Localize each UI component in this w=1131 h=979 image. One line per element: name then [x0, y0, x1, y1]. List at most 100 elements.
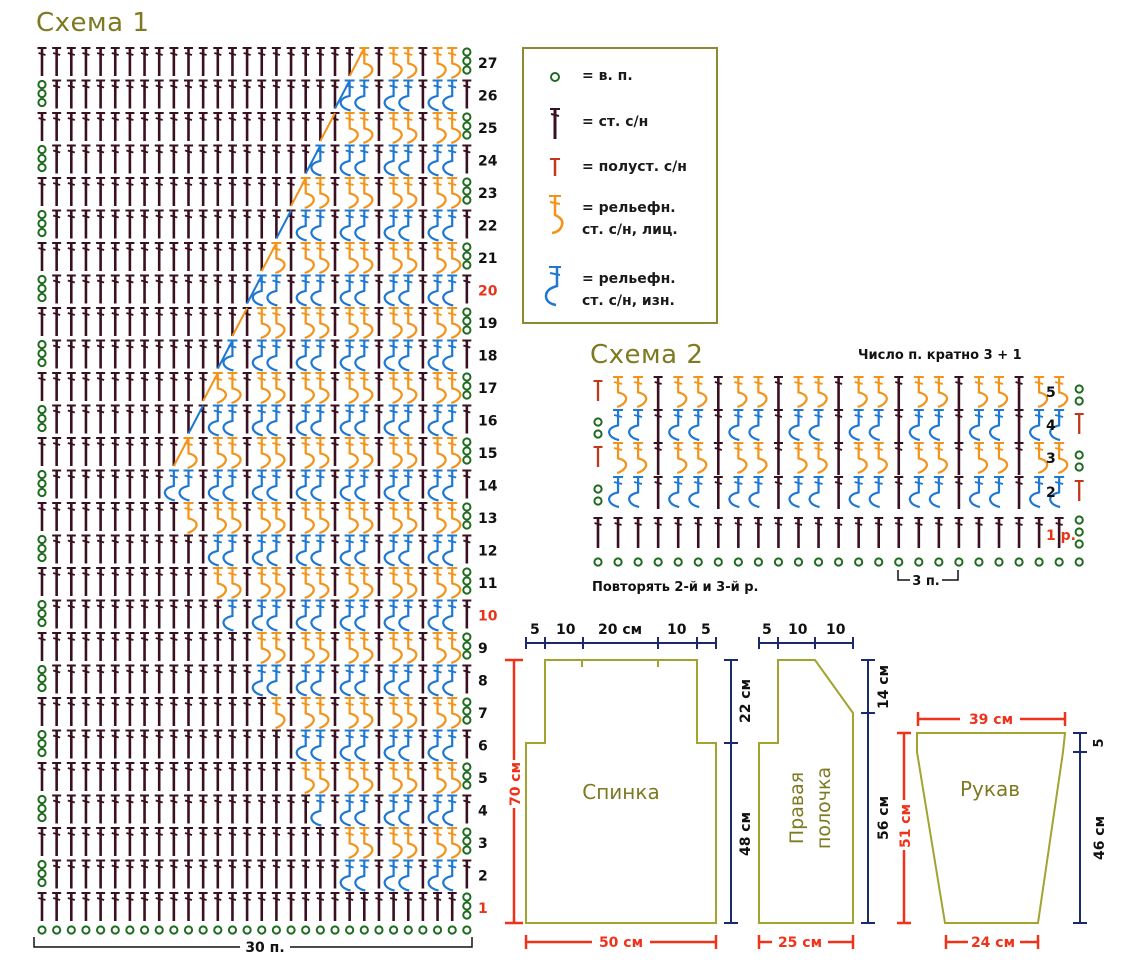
- dc-stitch: [389, 892, 399, 921]
- dc-stitch: [184, 144, 193, 174]
- dc-stitch: [198, 859, 208, 889]
- front-post-dc-stitch: [212, 567, 227, 600]
- dc-stitch: [125, 794, 135, 824]
- chain-stitch: [37, 868, 47, 879]
- front-post-dc-stitch: [359, 762, 374, 795]
- front-post-dc-stitch: [447, 567, 462, 600]
- front-post-dc-stitch: [300, 697, 315, 730]
- dc-stitch: [125, 892, 135, 921]
- back-post-dc-stitch: [339, 859, 355, 892]
- dc-stitch: [140, 47, 150, 76]
- dc-stitch: [169, 47, 179, 76]
- dc-stitch: [81, 599, 91, 629]
- dc-stitch: [52, 534, 62, 564]
- back-post-dc-stitch: [222, 599, 238, 632]
- dc-stitch: [66, 599, 76, 629]
- back-post-dc-stitch: [178, 469, 194, 502]
- dc-stitch: [242, 47, 252, 76]
- front-post-dc-stitch: [359, 112, 374, 145]
- row-label: 23: [478, 186, 497, 202]
- dc-stitch: [184, 534, 193, 564]
- front-post-dc-stitch: [447, 762, 462, 795]
- back-post-dc-stitch: [339, 729, 355, 762]
- dc-stitch: [52, 47, 62, 76]
- scheme1-row-27: [37, 47, 472, 80]
- dc-stitch: [330, 632, 340, 661]
- dc-stitch: [374, 242, 384, 271]
- front-post-dc-stitch: [359, 697, 374, 730]
- dc-stitch: [66, 794, 76, 824]
- chain-stitch: [37, 209, 47, 220]
- dc-stitch: [301, 892, 311, 921]
- back-piece-label: Спинка: [582, 780, 659, 804]
- back-post-dc-stitch: [442, 209, 458, 242]
- front-post-dc-stitch: [300, 372, 315, 405]
- dc-stitch: [110, 144, 120, 174]
- dc-stitch: [374, 729, 384, 759]
- dc-stitch: [169, 762, 179, 791]
- chain-stitch: [462, 650, 472, 660]
- dc-stitch: [286, 112, 296, 141]
- dc-stitch: [242, 274, 252, 304]
- dc-stitch: [418, 274, 428, 304]
- dc-stitch: [52, 437, 62, 466]
- dc-stitch: [110, 112, 120, 141]
- dc-stitch: [418, 762, 428, 791]
- front-post-dc-stitch: [388, 177, 403, 210]
- dc-stitch: [37, 762, 47, 791]
- chain-stitch: [462, 325, 472, 335]
- scheme1-row-14: [37, 469, 472, 502]
- dc-stitch: [52, 664, 62, 694]
- dc-stitch: [227, 664, 237, 694]
- chain-stitch: [462, 511, 472, 521]
- dc-stitch: [330, 892, 340, 921]
- front-post-dc-stitch: [388, 567, 403, 600]
- dc-stitch: [418, 469, 428, 499]
- front-post-dc-stitch: [256, 567, 271, 600]
- dc-stitch: [169, 729, 179, 759]
- dc-stitch: [301, 859, 311, 889]
- front-post-dc-stitch: [344, 567, 359, 600]
- dc-stitch: [374, 469, 384, 499]
- dc-stitch: [242, 437, 252, 466]
- row-label: 7: [478, 706, 488, 722]
- dc-stitch: [242, 79, 252, 109]
- dc-stitch: [140, 144, 150, 174]
- dc-stitch: [169, 892, 179, 921]
- dc-stitch: [242, 242, 252, 271]
- front-post-dc-stitch: [227, 502, 242, 535]
- dc-stitch: [96, 632, 106, 661]
- front-post-dc-stitch: [432, 632, 447, 665]
- chain-stitch: [462, 827, 472, 837]
- scheme1-row-5: [37, 762, 472, 795]
- chain-stitch: [37, 79, 47, 90]
- dc-stitch: [315, 79, 325, 109]
- dc-stitch: [418, 729, 428, 759]
- dc-stitch: [125, 177, 135, 206]
- dc-stitch: [169, 632, 179, 661]
- front-post-dc-stitch: [432, 372, 447, 405]
- dc-stitch: [286, 372, 296, 401]
- dc-stitch: [301, 144, 311, 174]
- front-post-dc-stitch: [403, 437, 418, 470]
- chain-stitch: [462, 771, 472, 781]
- dc-stitch: [242, 404, 252, 434]
- dc-stitch: [418, 177, 428, 206]
- dc-stitch: [96, 404, 106, 434]
- back-post-dc-stitch: [310, 274, 326, 307]
- dc-stitch: [418, 112, 428, 141]
- dc-stitch: [66, 372, 76, 401]
- back-post-dc-stitch: [442, 534, 458, 567]
- front-post-dc-stitch: [300, 437, 315, 470]
- front-top-dim-1: 5: [762, 622, 772, 638]
- front-post-dc-stitch: [344, 437, 359, 470]
- sleeve-top-label: 39 см: [969, 712, 1013, 728]
- dc-stitch: [52, 79, 62, 109]
- dc-stitch: [81, 144, 91, 174]
- row-label: 2: [478, 869, 488, 885]
- dc-stitch: [271, 79, 281, 109]
- dc-stitch: [125, 697, 135, 726]
- dc-stitch: [140, 502, 150, 531]
- dc-stitch: [125, 307, 135, 336]
- dc-stitch: [154, 632, 164, 661]
